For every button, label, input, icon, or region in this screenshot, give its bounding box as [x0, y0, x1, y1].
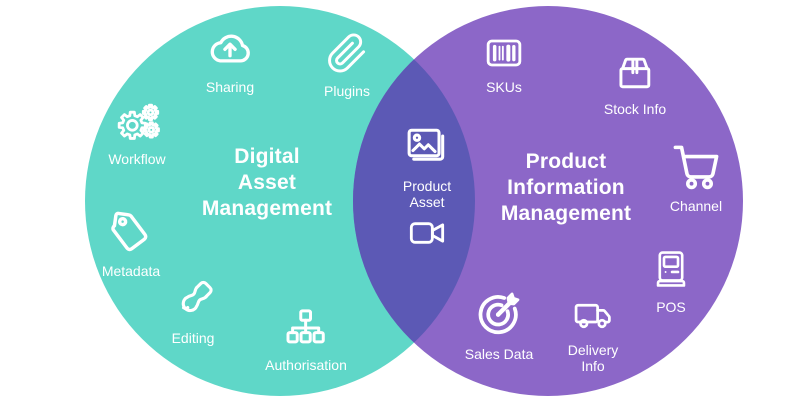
dam-title-line: Management — [201, 197, 333, 220]
item-skus: SKUs — [478, 33, 531, 95]
barcode-icon — [478, 33, 531, 73]
item-label: SKUs — [486, 79, 522, 95]
item-label: Stock Info — [603, 101, 667, 117]
photo-stack-icon — [401, 122, 451, 168]
dam-circle — [85, 6, 475, 396]
pim-circle — [353, 6, 743, 396]
pim-title-line: Information — [507, 176, 625, 199]
item-label: Metadata — [101, 263, 161, 279]
tag-icon — [104, 208, 158, 257]
hierarchy-icon — [279, 306, 334, 351]
pim-title-line: Management — [500, 202, 632, 225]
paperclip-icon — [326, 30, 368, 77]
item-workflow: Workflow — [107, 100, 167, 167]
cloud-upload-icon — [200, 26, 260, 73]
item-label: Workflow — [108, 151, 166, 167]
package-box-icon — [613, 51, 657, 95]
overlap-label-text: Product Asset — [402, 178, 452, 210]
delivery-truck-icon — [566, 295, 621, 336]
item-label: POS — [656, 299, 686, 315]
shopping-cart-icon — [669, 141, 724, 192]
item-editing: Editing — [170, 277, 217, 346]
target-dart-icon — [472, 287, 525, 340]
dam-title-line: Digital — [234, 145, 300, 168]
item-label: Delivery Info — [567, 342, 619, 374]
item-sharing: Sharing — [200, 26, 260, 95]
item-label: Sales Data — [464, 346, 534, 362]
item-delivery-info: Delivery Info — [561, 295, 625, 374]
dam-title-line: Asset — [237, 171, 297, 194]
video-camera-icon — [401, 213, 454, 253]
item-label: Authorisation — [265, 357, 347, 373]
overlap-video — [401, 213, 454, 253]
item-label: Editing — [171, 330, 215, 346]
pim-title: Product Information Management — [501, 149, 631, 227]
item-label: Channel — [669, 198, 723, 214]
item-plugins: Plugins — [324, 30, 370, 99]
overlap-photo — [401, 122, 451, 168]
gears-icon — [107, 100, 167, 145]
pos-terminal-icon — [650, 245, 692, 293]
dam-title: Digital Asset Management — [202, 144, 332, 222]
pim-title-line: Product — [525, 150, 607, 173]
item-label: Plugins — [324, 83, 370, 99]
item-stock-info: Stock Info — [604, 51, 666, 117]
item-sales-data: Sales Data — [465, 287, 533, 362]
item-pos: POS — [650, 245, 692, 315]
paintbrush-icon — [170, 277, 217, 324]
item-authorisation: Authorisation — [265, 306, 347, 373]
item-channel: Channel — [669, 141, 724, 214]
item-label: Sharing — [205, 79, 255, 95]
overlap-label: Product Asset — [397, 178, 457, 210]
item-metadata: Metadata — [102, 208, 160, 279]
